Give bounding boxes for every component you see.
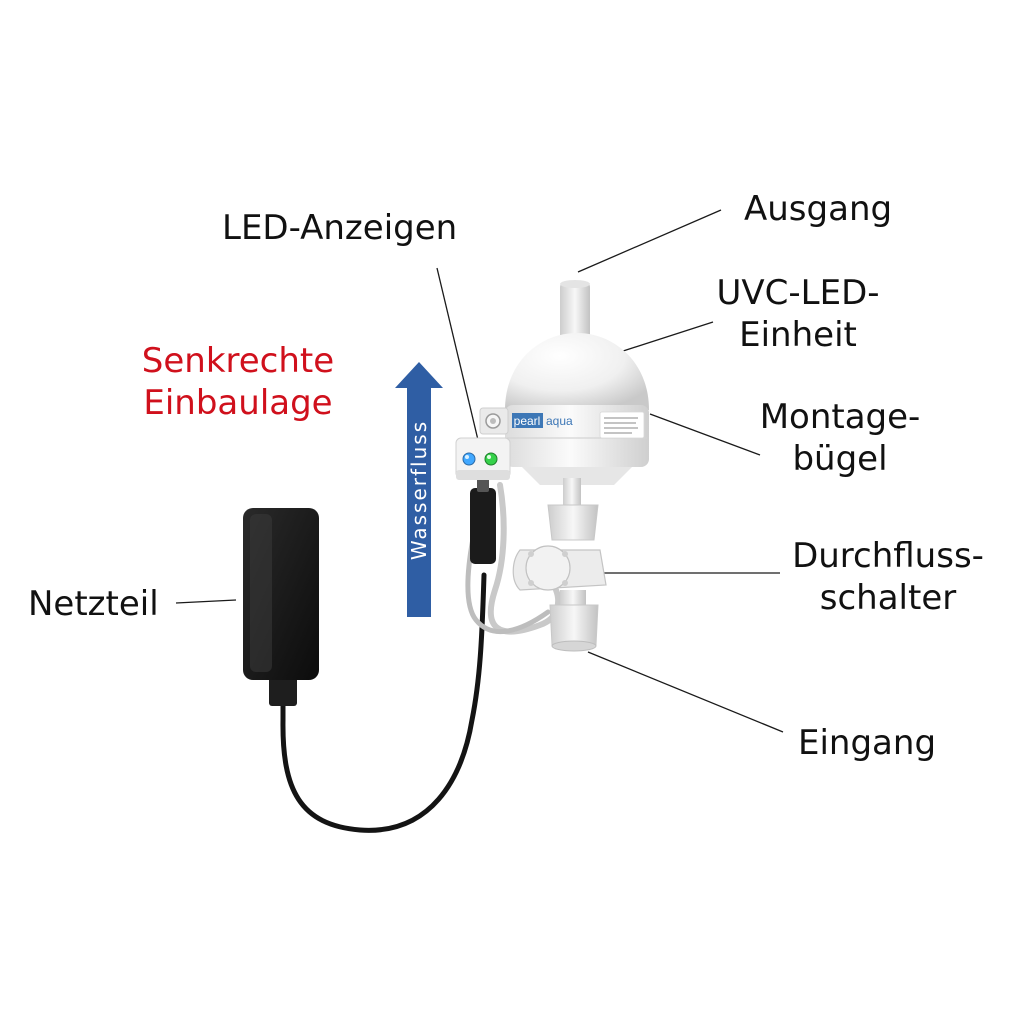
label-netzteil: Netzteil	[28, 584, 159, 624]
label-montagebuegel: Montage- bügel	[752, 396, 928, 480]
label-uvc-led-einheit: UVC-LED- Einheit	[712, 272, 884, 356]
label-durchfluss-line-2: schalter	[819, 578, 957, 618]
psu-highlight	[250, 514, 272, 672]
inlet-opening	[551, 640, 597, 652]
label-montage-line-1: Montage-	[759, 397, 921, 437]
flow-switch-disc	[525, 545, 571, 591]
led-green-icon	[484, 452, 498, 466]
label-senkrechte-line-1: Senkrechte	[141, 341, 335, 381]
label-montage-line-2: bügel	[792, 439, 888, 479]
upper-fitting	[547, 504, 599, 541]
leader-line-montage	[649, 413, 761, 456]
leader-line-uvc	[619, 321, 714, 353]
leader-line-netzteil	[175, 599, 237, 604]
leader-lines	[175, 209, 784, 733]
label-senkrechte-einbaulage: Senkrechte Einbaulage	[136, 340, 340, 424]
inlet-fitting	[549, 604, 599, 646]
label-durchflussschalter: Durchfluss- schalter	[786, 535, 990, 619]
label-durchfluss-line-1: Durchfluss-	[792, 536, 984, 576]
water-flow-arrow	[395, 362, 443, 617]
label-ausgang: Ausgang	[744, 189, 893, 229]
led-blue-icon	[462, 452, 476, 466]
leader-line-led	[436, 267, 479, 441]
outlet-pipe-top	[560, 280, 590, 288]
label-senkrechte-line-2: Einbaulage	[143, 383, 333, 423]
brand-logo-right: aqua	[546, 414, 573, 428]
rating-label	[599, 411, 645, 439]
label-eingang: Eingang	[798, 723, 937, 763]
brand-logo-box	[512, 413, 543, 428]
power-connector	[470, 488, 496, 564]
power-connector-tip	[477, 478, 489, 492]
leader-line-ausgang	[577, 209, 722, 273]
power-cable	[280, 572, 487, 833]
label-uvc-line-1: UVC-LED-	[716, 273, 880, 313]
brand-logo-left: pearl	[514, 414, 541, 428]
outlet-pipe	[560, 283, 590, 341]
label-uvc-line-2: Einheit	[739, 315, 857, 355]
label-wasserfluss: Wasserfluss	[407, 419, 431, 561]
uvc-led-dome	[505, 333, 649, 410]
psu-strain-relief	[269, 672, 297, 706]
mounting-bracket	[522, 467, 632, 485]
leader-line-eingang	[587, 651, 784, 733]
label-led-anzeigen: LED-Anzeigen	[222, 208, 458, 248]
